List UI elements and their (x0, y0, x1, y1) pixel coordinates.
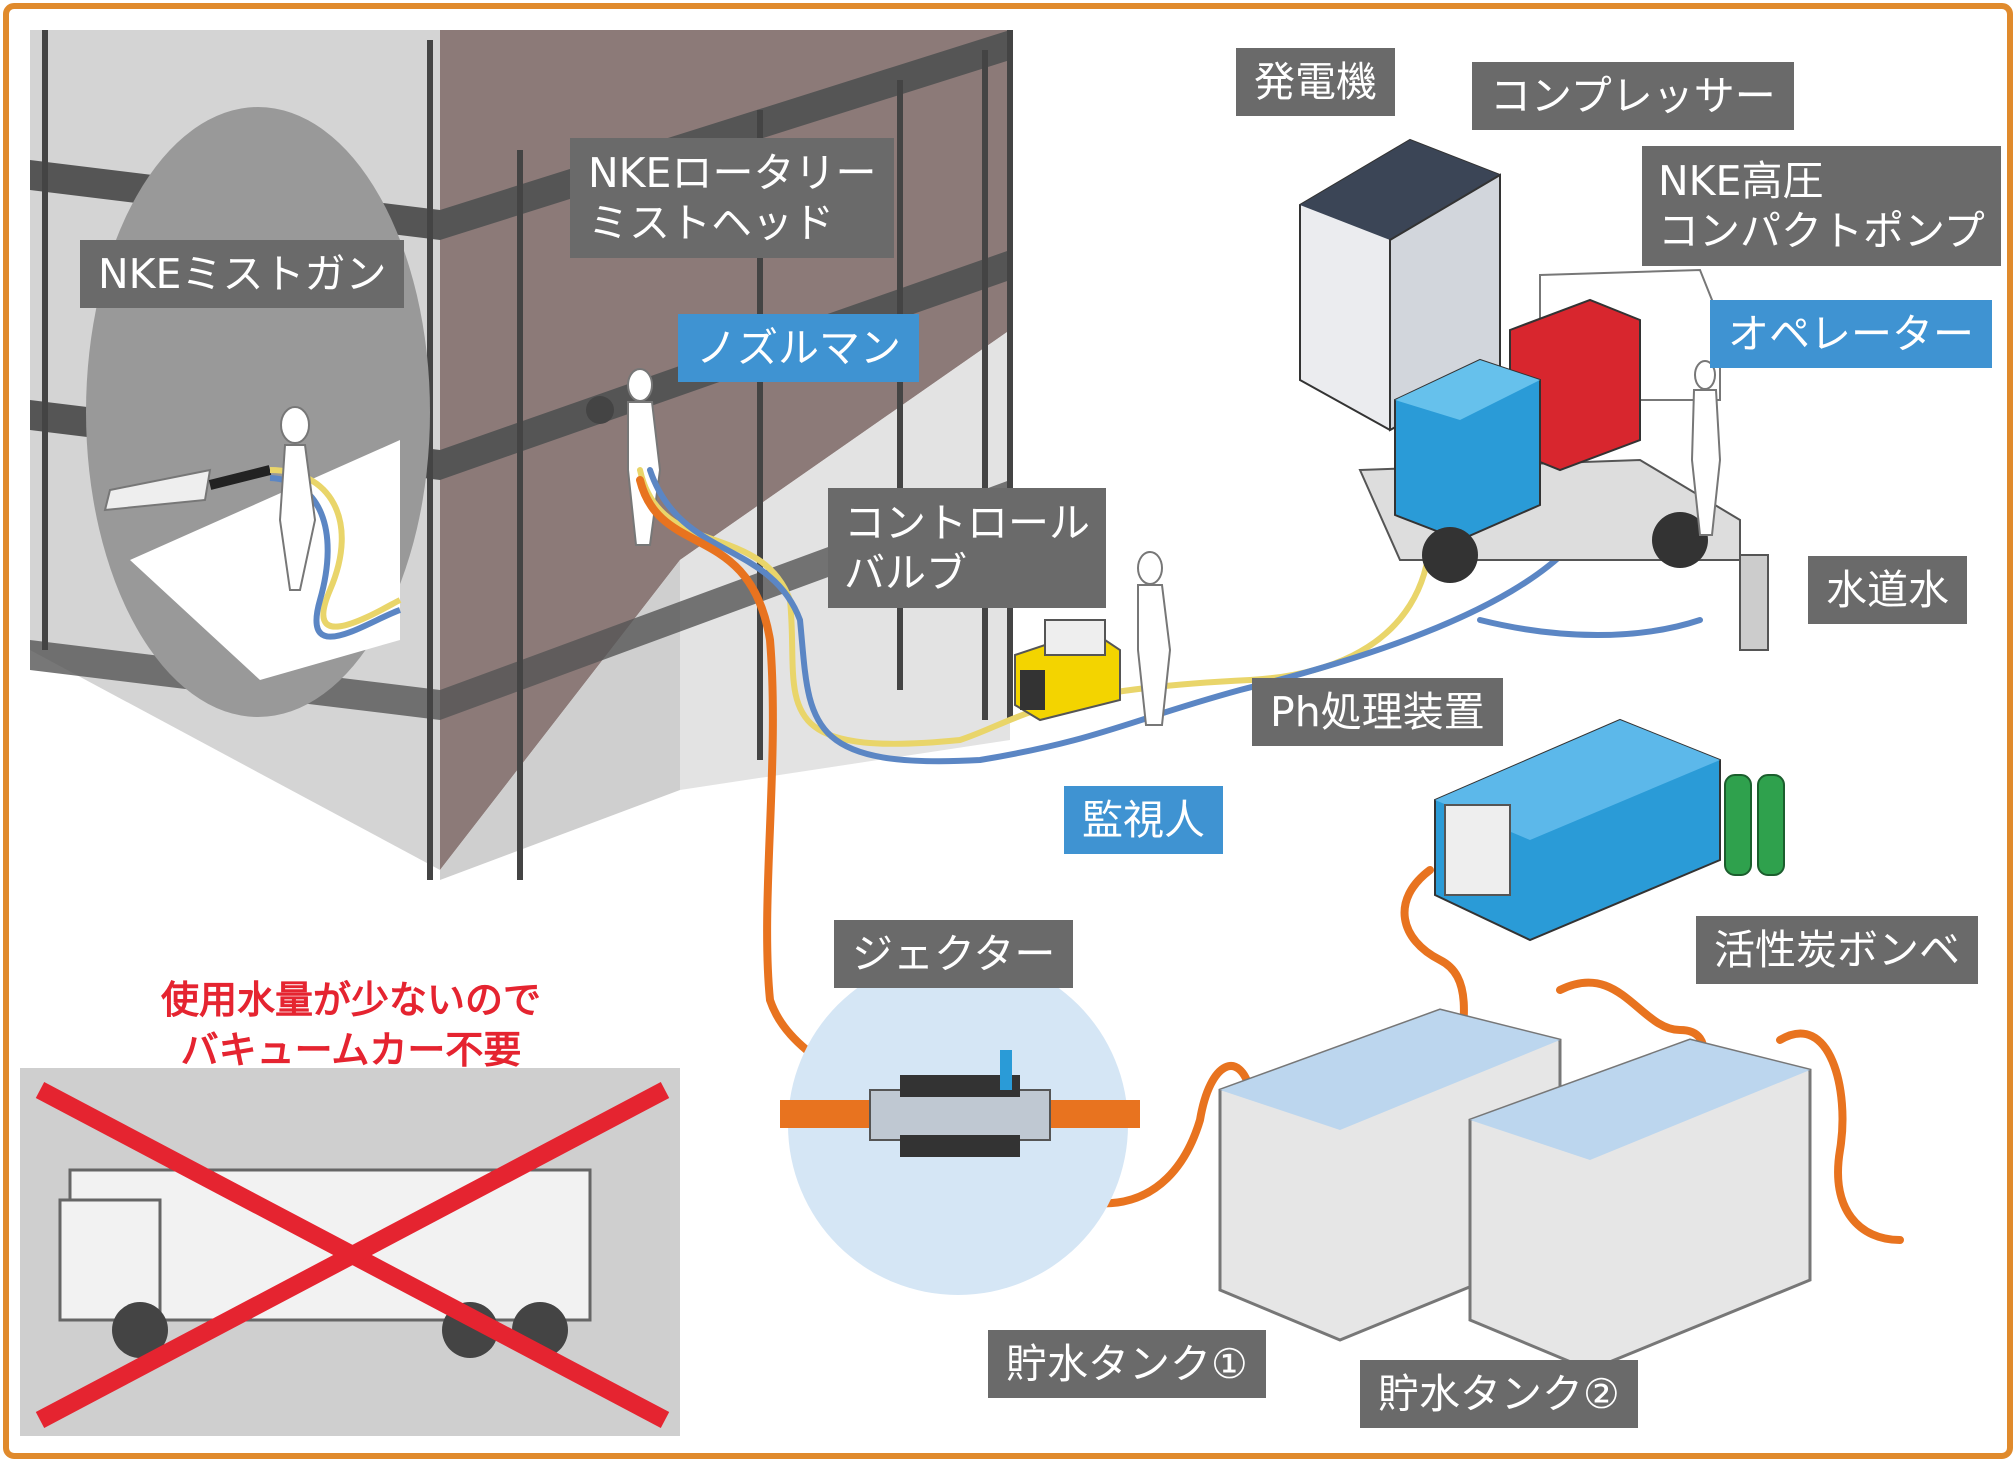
label-control-valve: コントロール バルブ (828, 488, 1106, 608)
vacuum-car-note-line2: バキュームカー不要 (180, 1028, 522, 1072)
storage-tanks (1218, 1008, 1812, 1372)
cross-line-2 (35, 1082, 670, 1428)
label-generator: 発電機 (1236, 48, 1395, 116)
label-high-pressure-pump-line1: NKE高圧 (1658, 157, 1824, 205)
label-mist-gun: NKEミストガン (80, 240, 405, 308)
ejector-inset (780, 955, 1140, 1295)
label-supervisor: 監視人 (1064, 786, 1223, 854)
label-control-valve-line1: コントロール (844, 499, 1090, 547)
label-ejector: ジェクター (834, 920, 1074, 988)
vacuum-car-note-line1: 使用水量が少ないので (160, 978, 541, 1022)
label-tank-2: 貯水タンク② (1360, 1360, 1638, 1428)
label-rotary-mist-head-line2: ミストヘッド (588, 199, 834, 247)
label-high-pressure-pump: NKE高圧 コンパクトポンプ (1642, 146, 2001, 266)
label-control-valve-line2: バルブ (844, 549, 967, 597)
label-tank-1: 貯水タンク① (988, 1330, 1266, 1398)
label-high-pressure-pump-line2: コンパクトポンプ (1658, 207, 1985, 255)
label-compressor: コンプレッサー (1472, 62, 1794, 130)
label-rotary-mist-head-line1: NKEロータリー (588, 149, 877, 197)
label-tap-water: 水道水 (1808, 556, 1967, 624)
mist-gun-inset (86, 107, 430, 717)
truck-equipment (1299, 138, 1769, 651)
label-ph-unit: Ph処理装置 (1252, 678, 1503, 746)
label-carbon-cylinder: 活性炭ボンベ (1696, 916, 1978, 984)
label-operator: オペレーター (1710, 300, 1992, 368)
label-rotary-mist-head: NKEロータリー ミストヘッド (570, 138, 895, 258)
vacuum-car-panel (20, 1068, 680, 1436)
control-valve-unit (1014, 619, 1121, 722)
vacuum-car-note: 使用水量が少ないので バキュームカー不要 (96, 975, 606, 1075)
ph-unit (1434, 718, 1785, 942)
label-nozzleman: ノズルマン (678, 314, 919, 382)
supervisor-figure (1137, 551, 1172, 726)
hoses (636, 467, 1904, 1244)
